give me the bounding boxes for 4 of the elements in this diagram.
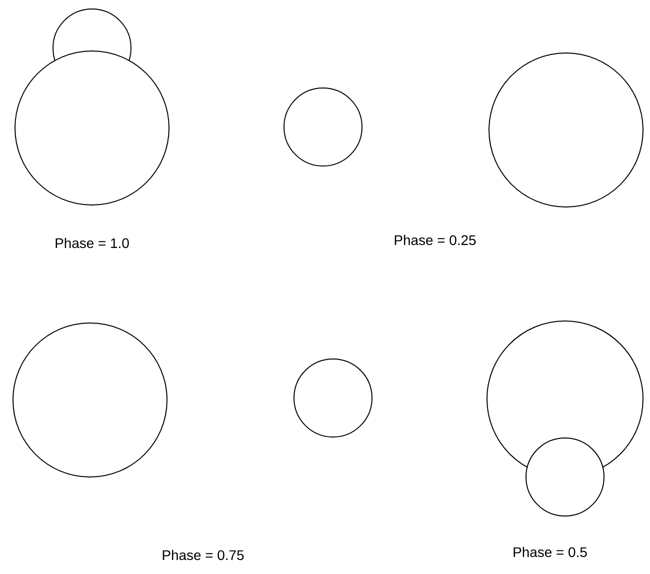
- phase-label: Phase = 0.75: [162, 550, 244, 560]
- phase-label: Phase = 0.5: [514, 546, 587, 558]
- phase-label: Phase = 1.0: [56, 238, 129, 248]
- phase-label: Phase = 0.25: [394, 234, 476, 246]
